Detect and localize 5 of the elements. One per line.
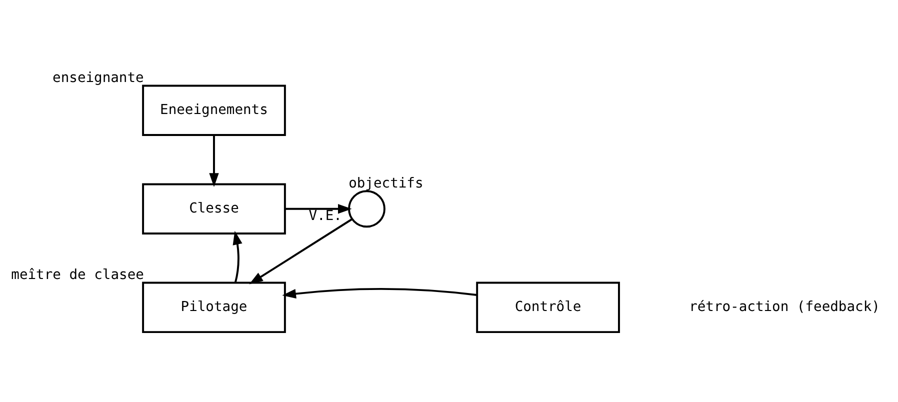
node-label: meître de clasee: [11, 266, 144, 283]
node-label: enseignante: [52, 69, 144, 86]
node-label: objectifs: [348, 174, 424, 191]
edge-label: V.E.: [308, 207, 342, 224]
label: rétro-action (feedback): [689, 298, 880, 315]
